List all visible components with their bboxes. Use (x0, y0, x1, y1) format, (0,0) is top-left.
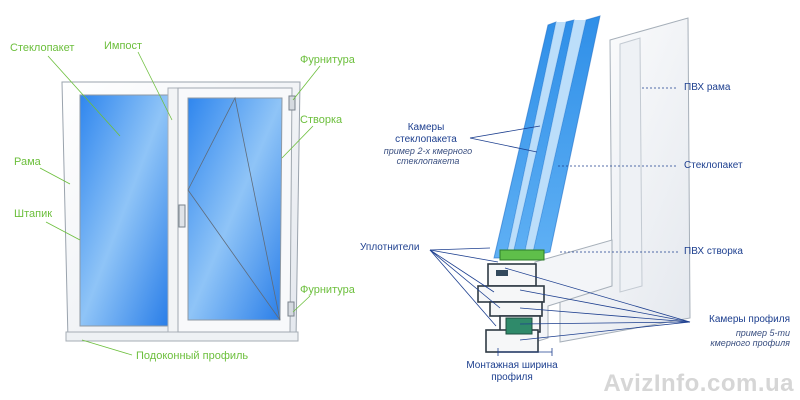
impost-bar (167, 87, 179, 333)
label-pvc-frame: ПВХ рама (684, 82, 731, 93)
hinge-top-icon (288, 95, 296, 111)
label-mount-width: Монтажная ширина профиля (466, 360, 558, 383)
watermark: AvizInfo.com.ua (603, 370, 794, 397)
label-glass-unit: Стеклопакет (10, 42, 75, 54)
profile-cross-section (477, 15, 691, 353)
left-glass-pane (79, 94, 169, 327)
window-front-view (61, 81, 301, 342)
reinforcement-insert (505, 317, 533, 335)
seal-strip (496, 270, 508, 276)
label-impost: Импост (104, 40, 143, 52)
label-bead: Штапик (14, 208, 53, 220)
label-hardware-top: Фурнитура (300, 54, 355, 66)
label-hardware-bottom: Фурнитура (300, 284, 355, 296)
label-glass-unit-section: Стеклопакет (684, 160, 743, 171)
profile-chambers (477, 263, 545, 353)
label-profile-chambers: Камеры профиля (709, 314, 790, 325)
left-leader-lines (39, 51, 321, 356)
note-profile-chambers: пример 5-ти кмерного профиля (710, 328, 790, 349)
pvc-frame-inner (619, 37, 643, 293)
label-seals: Уплотнители (360, 242, 420, 253)
label-pvc-sash: ПВХ створка (684, 246, 743, 257)
glass-chamber-fill (506, 20, 586, 258)
right-leader-lines (429, 87, 691, 356)
label-sash: Створка (300, 114, 343, 126)
label-sill-profile: Подоконный профиль (136, 350, 249, 362)
label-glass-chambers: Камеры стеклопакета (395, 122, 457, 145)
hinge-bottom-icon (287, 301, 295, 317)
opening-marks (187, 96, 281, 321)
label-frame: Рама (14, 156, 41, 168)
sill-profile (65, 331, 299, 342)
note-glass-chambers: пример 2-х кмерного стеклопакета (383, 146, 473, 167)
spacer-bar (499, 249, 545, 261)
right-glass-pane (187, 97, 283, 321)
window-handle-icon (178, 204, 186, 228)
